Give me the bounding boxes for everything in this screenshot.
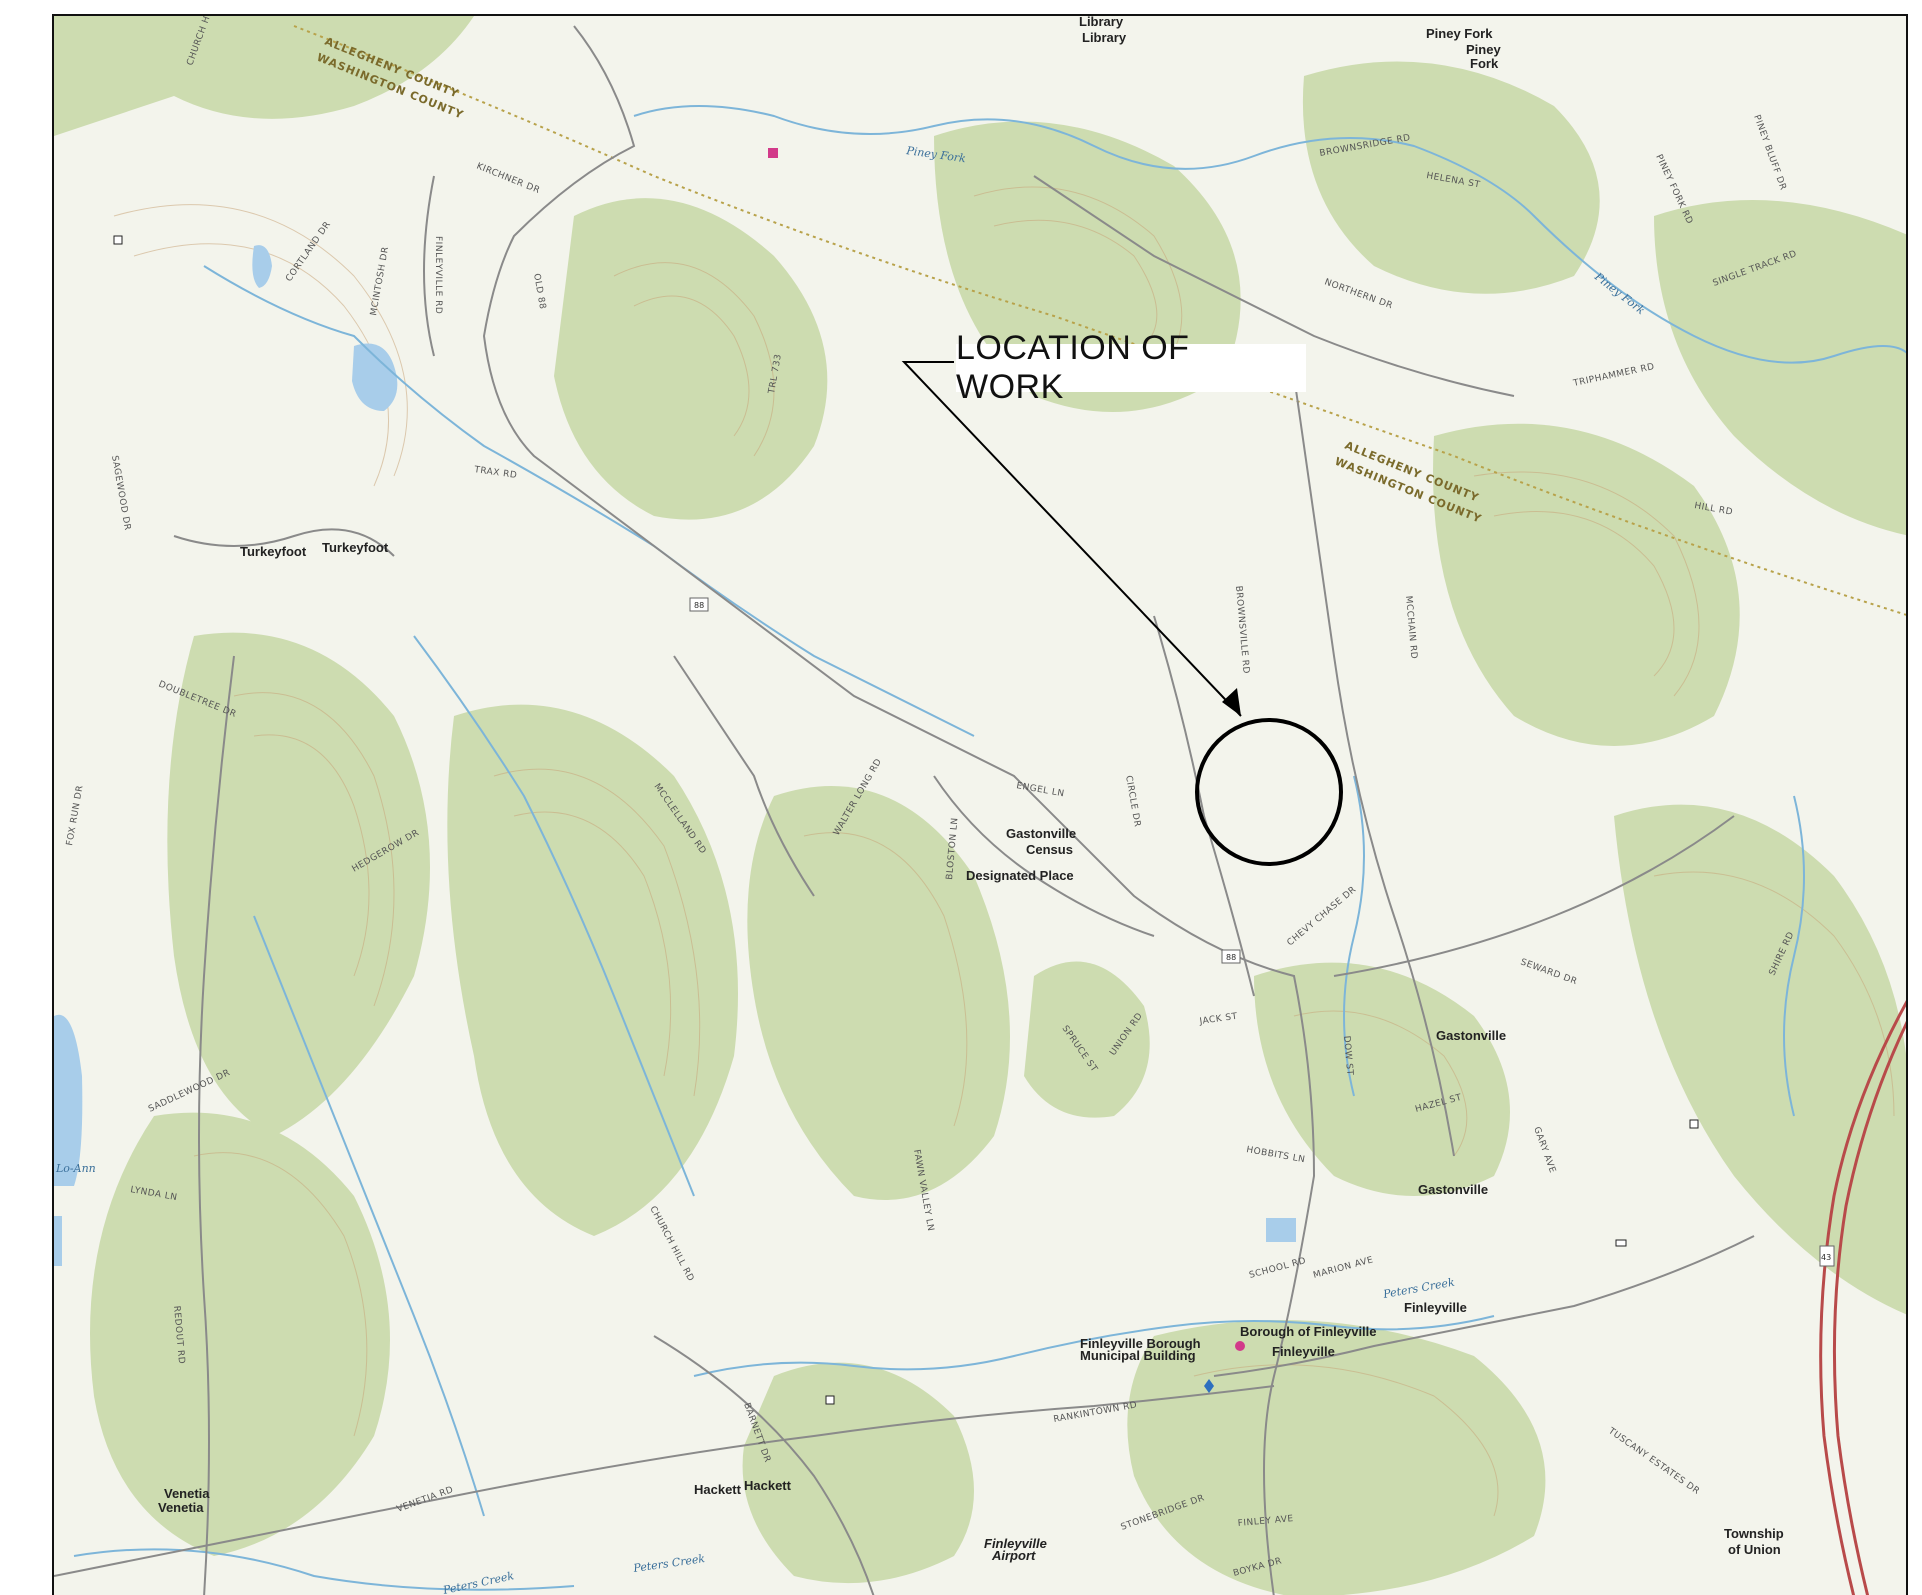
streams: [73, 105, 1906, 1591]
place-label: Venetia: [164, 1486, 210, 1501]
place-label: Finleyville: [984, 1536, 1047, 1551]
place-label: Airport: [991, 1548, 1036, 1563]
svg-text:88: 88: [1226, 953, 1236, 962]
road-label: FINLEYVILLE RD: [433, 236, 443, 314]
place-label: Hackett: [694, 1482, 742, 1497]
building-icon: [1689, 1119, 1699, 1129]
place-label: Finleyville: [1272, 1344, 1335, 1359]
road-label: FINLEY AVE: [1237, 1514, 1294, 1529]
map-canvas: ALLEGHENY COUNTY WASHINGTON COUNTY ALLEG…: [54, 16, 1906, 1595]
lake-label: Lo-Ann: [55, 1162, 96, 1175]
place-label: Designated Place: [966, 868, 1074, 883]
contour-lines: [113, 186, 1895, 1517]
road-label: DOW ST: [1341, 1035, 1354, 1076]
building-icon: [1615, 1239, 1627, 1247]
building-icon: [113, 235, 123, 245]
place-label: Library: [1079, 16, 1124, 29]
highway-43: [1819, 1000, 1906, 1595]
topographic-map: ALLEGHENY COUNTY WASHINGTON COUNTY ALLEG…: [52, 14, 1908, 1595]
place-label: Township: [1724, 1526, 1784, 1541]
route-shield: 88: [689, 597, 709, 612]
place-label: Venetia: [158, 1500, 204, 1515]
place-label: Piney Fork: [1426, 26, 1493, 41]
place-label: Borough of Finleyville: [1240, 1324, 1377, 1339]
route-shield: 43: [1819, 1245, 1835, 1267]
place-label: Census: [1026, 842, 1073, 857]
place-label: Piney: [1466, 42, 1501, 57]
county-line: [293, 25, 1906, 616]
place-label: Library: [1082, 30, 1127, 45]
callout-arrowhead: [1222, 688, 1241, 716]
poi-icon: [1204, 1379, 1214, 1393]
route-shield: 88: [1221, 949, 1241, 964]
place-label: Fork: [1470, 56, 1499, 71]
place-label: Turkeyfoot: [240, 544, 307, 559]
place-label: of Union: [1728, 1542, 1781, 1557]
poi-icon: [1235, 1341, 1245, 1351]
work-location-circle: [1195, 718, 1343, 866]
svg-text:88: 88: [694, 601, 704, 610]
place-label: Finleyville Borough: [1080, 1336, 1201, 1351]
place-label: Municipal Building: [1080, 1348, 1196, 1363]
callout-label-box: LOCATION OF WORK: [956, 329, 1306, 406]
poi-icon: [768, 148, 778, 158]
svg-text:43: 43: [1821, 1253, 1831, 1262]
callout-label: LOCATION OF WORK: [956, 329, 1190, 406]
place-label: Gastonville: [1418, 1182, 1488, 1197]
place-label: Gastonville: [1436, 1028, 1506, 1043]
water-bodies: [54, 245, 1296, 1266]
wooded-areas: [54, 16, 1906, 1595]
place-label: Gastonville: [1006, 826, 1076, 841]
building-icon: [825, 1395, 835, 1405]
place-label: Turkeyfoot: [322, 540, 389, 555]
roads: [54, 25, 1755, 1595]
callout-leader-line: [901, 361, 1242, 717]
place-label: Finleyville: [1404, 1300, 1467, 1315]
place-label: Hackett: [744, 1478, 792, 1493]
